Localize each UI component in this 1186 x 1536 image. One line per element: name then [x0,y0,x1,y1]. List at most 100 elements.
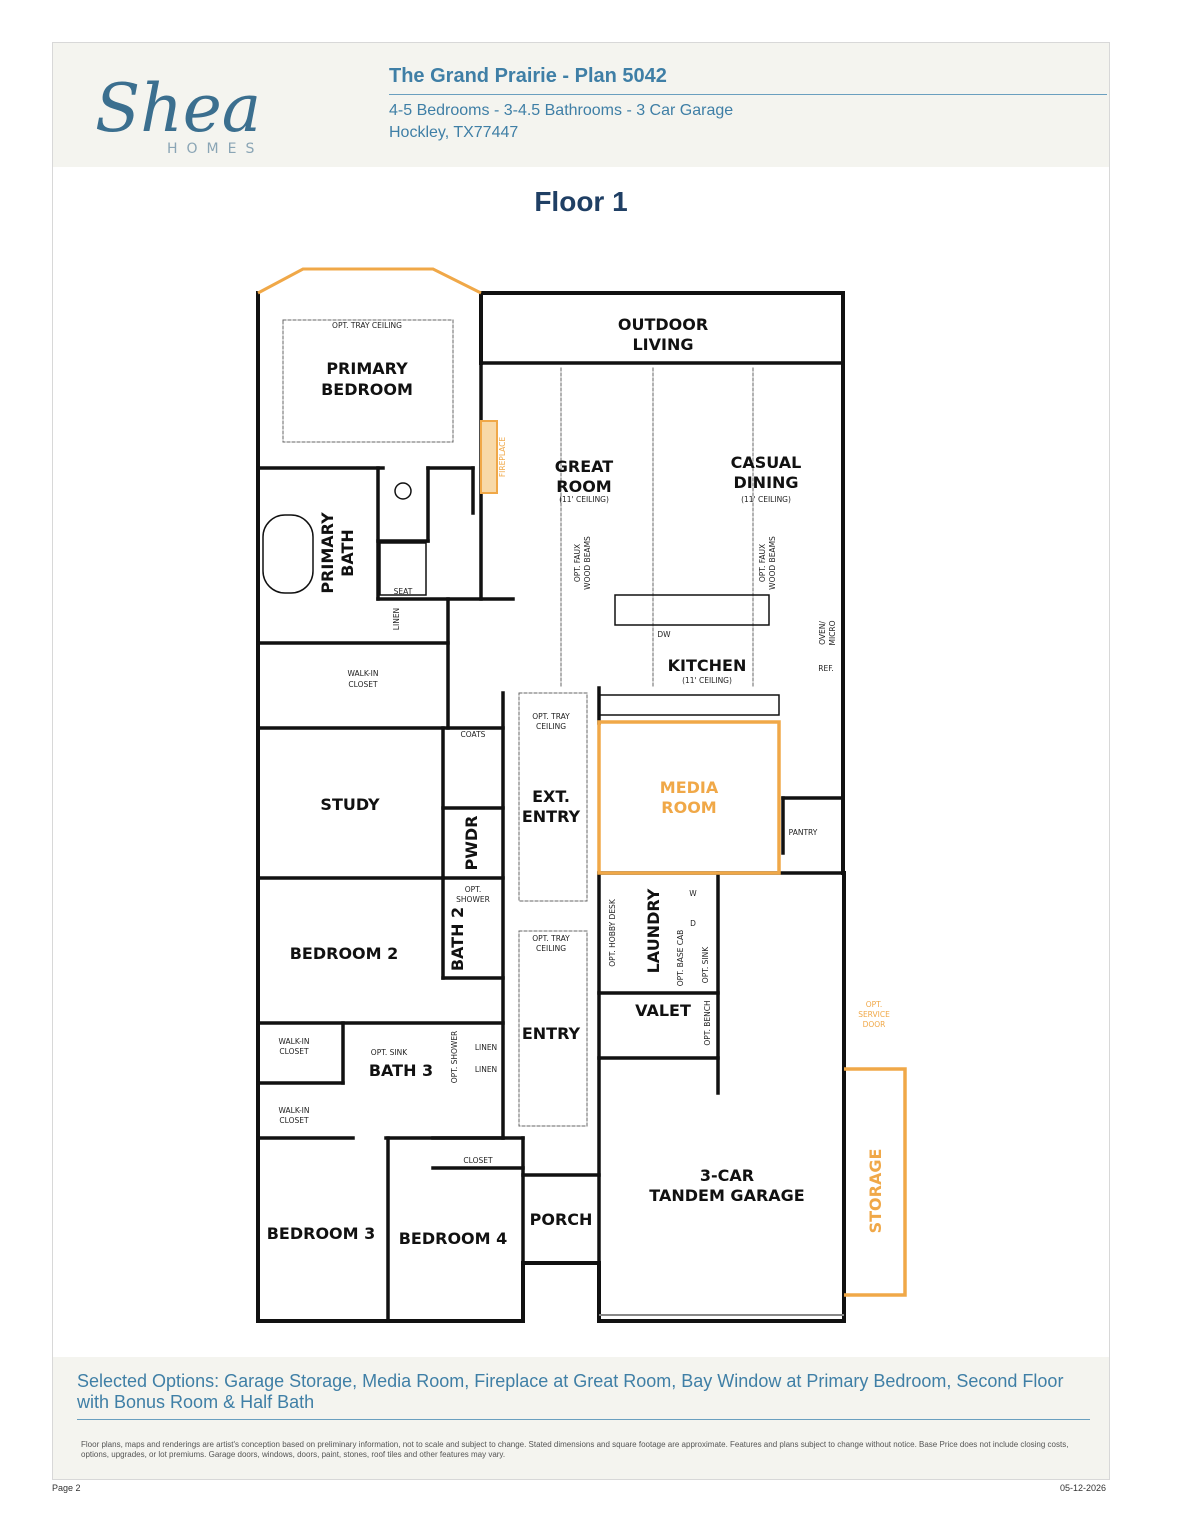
ext-entry-tray-2: CEILING [536,722,566,731]
ext-entry-label-1: EXT. [532,787,570,806]
ext-entry-label-2: ENTRY [522,807,581,826]
ext-entry-tray-1: OPT. TRAY [532,712,570,721]
dashed-features [282,319,754,1127]
wic-b2-1: WALK-IN [279,1037,310,1046]
exterior-wall [256,291,846,1323]
dw-label: DW [657,630,671,639]
bay-window [257,267,482,295]
storage-outline [844,1067,907,1297]
plan-specs: 4-5 Bedrooms - 3-4.5 Bathrooms - 3 Car G… [389,102,734,119]
great-room-label-2: ROOM [556,477,611,496]
opt-sink-label: OPT. SINK [701,946,710,983]
kitchen-counter [598,694,780,716]
garage-label-2: TANDEM GARAGE [649,1186,804,1205]
bath3-opt-sink: OPT. SINK [371,1048,408,1057]
outdoor-living-label-2: LIVING [632,335,693,354]
title-divider [389,94,1107,95]
faux-beams-2-b: WOOD BEAMS [768,536,777,590]
primary-bath-label-1: PRIMARY [318,512,337,594]
w-label: W [689,889,697,898]
entry-tray-2: CEILING [536,944,566,953]
print-date: 05-12-2026 [1060,1483,1107,1493]
fireplace [480,420,498,494]
faux-beams-1-a: OPT. FAUX [573,544,582,582]
pantry-label: PANTRY [789,828,818,837]
exterior-wall-north [479,291,845,365]
seat-label: SEAT [394,587,413,596]
storage-label: STORAGE [866,1149,885,1234]
wic-b3-2: CLOSET [279,1116,309,1125]
oven-micro-1: OVEN/ [818,621,827,645]
base-cab-label: OPT. BASE CAB [676,930,685,987]
logo-script: Shea [95,70,261,147]
linen-primary: LINEN [392,608,401,630]
hobby-desk-label: OPT. HOBBY DESK [608,898,617,967]
kitchen-label: KITCHEN [668,656,747,675]
primary-bedroom-label-1: PRIMARY [326,359,408,378]
garage-label-1: 3-CAR [700,1166,754,1185]
floor-plan: OUTDOOR LIVING PRIMARY BEDROOM GREAT ROO… [256,267,907,1323]
selected-options: Selected Options: Garage Storage, Media … [77,1371,1064,1412]
bedroom3-label: BEDROOM 3 [267,1224,376,1243]
brochure-page: Shea HOMES The Grand Prairie - Plan 5042… [52,42,1110,1480]
toilet [394,482,412,500]
great-room-ceiling: (11' CEILING) [559,495,609,504]
faux-beams-1-b: WOOD BEAMS [583,536,592,590]
bench-label: OPT. BENCH [703,1000,712,1045]
pwdr-label: PWDR [462,816,481,871]
tray-ceiling-note: OPT. TRAY CEILING [332,321,402,330]
page-header: Shea HOMES The Grand Prairie - Plan 5042… [53,43,1109,167]
primary-bedroom-label-2: BEDROOM [321,380,413,399]
casual-dining-ceiling: (11' CEILING) [741,495,791,504]
study-label: STUDY [320,795,380,814]
page-number: Page 2 [52,1483,81,1493]
media-room-outline [597,720,781,875]
wic-b2-2: CLOSET [279,1047,309,1056]
great-room-label-1: GREAT [555,457,614,476]
linen-b-label: LINEN [475,1065,497,1074]
laundry-label: LAUNDRY [644,888,663,973]
kitchen-ceiling: (11' CEILING) [682,676,732,685]
footer-divider [77,1419,1090,1420]
linen-a-label: LINEN [475,1043,497,1052]
bath3-opt-shower: OPT. SHOWER [450,1031,459,1084]
media-room-label-1: MEDIA [660,778,719,797]
faux-beams-2-a: OPT. FAUX [758,544,767,582]
closet-label: CLOSET [463,1156,493,1165]
porch-label: PORCH [530,1210,593,1229]
casual-dining-label-1: CASUAL [731,453,802,472]
interior-walls [256,361,845,1323]
logo-sub: HOMES [167,141,263,157]
media-room-label-2: ROOM [661,798,716,817]
d-label: D [690,919,696,928]
bedroom2-label: BEDROOM 2 [290,944,399,963]
fireplace-label: FIREPLACE [498,437,507,478]
shea-homes-logo: Shea HOMES [95,70,263,157]
opt-shower-1: OPT. [465,885,482,894]
primary-tub [262,514,314,594]
service-door-2: SERVICE [858,1010,890,1019]
oven-micro-2: MICRO [828,620,837,645]
bath3-label: BATH 3 [369,1061,433,1080]
disclaimer: Floor plans, maps and renderings are art… [81,1440,1069,1459]
plan-title: The Grand Prairie - Plan 5042 [389,65,667,87]
kitchen-island [614,594,770,626]
outdoor-living-label-1: OUTDOOR [618,315,708,334]
service-door-3: DOOR [863,1020,886,1029]
bath2-label: BATH 2 [448,907,467,971]
primary-bath-label-2: BATH [338,529,357,577]
ref-label: REF. [818,664,833,673]
plan-location: Hockley, TX77447 [389,124,519,141]
entry-label: ENTRY [522,1024,581,1043]
walk-in-closet-2: CLOSET [348,680,378,689]
opt-shower-2: SHOWER [456,895,490,904]
coats-label: COATS [461,730,486,739]
wic-b3-1: WALK-IN [279,1106,310,1115]
walk-in-closet-1: WALK-IN [348,669,379,678]
valet-label: VALET [635,1001,691,1020]
page-footer: Selected Options: Garage Storage, Media … [53,1357,1109,1479]
casual-dining-label-2: DINING [733,473,798,492]
bedroom4-label: BEDROOM 4 [399,1229,508,1248]
entry-tray-1: OPT. TRAY [532,934,570,943]
floor-title: Floor 1 [534,186,628,217]
